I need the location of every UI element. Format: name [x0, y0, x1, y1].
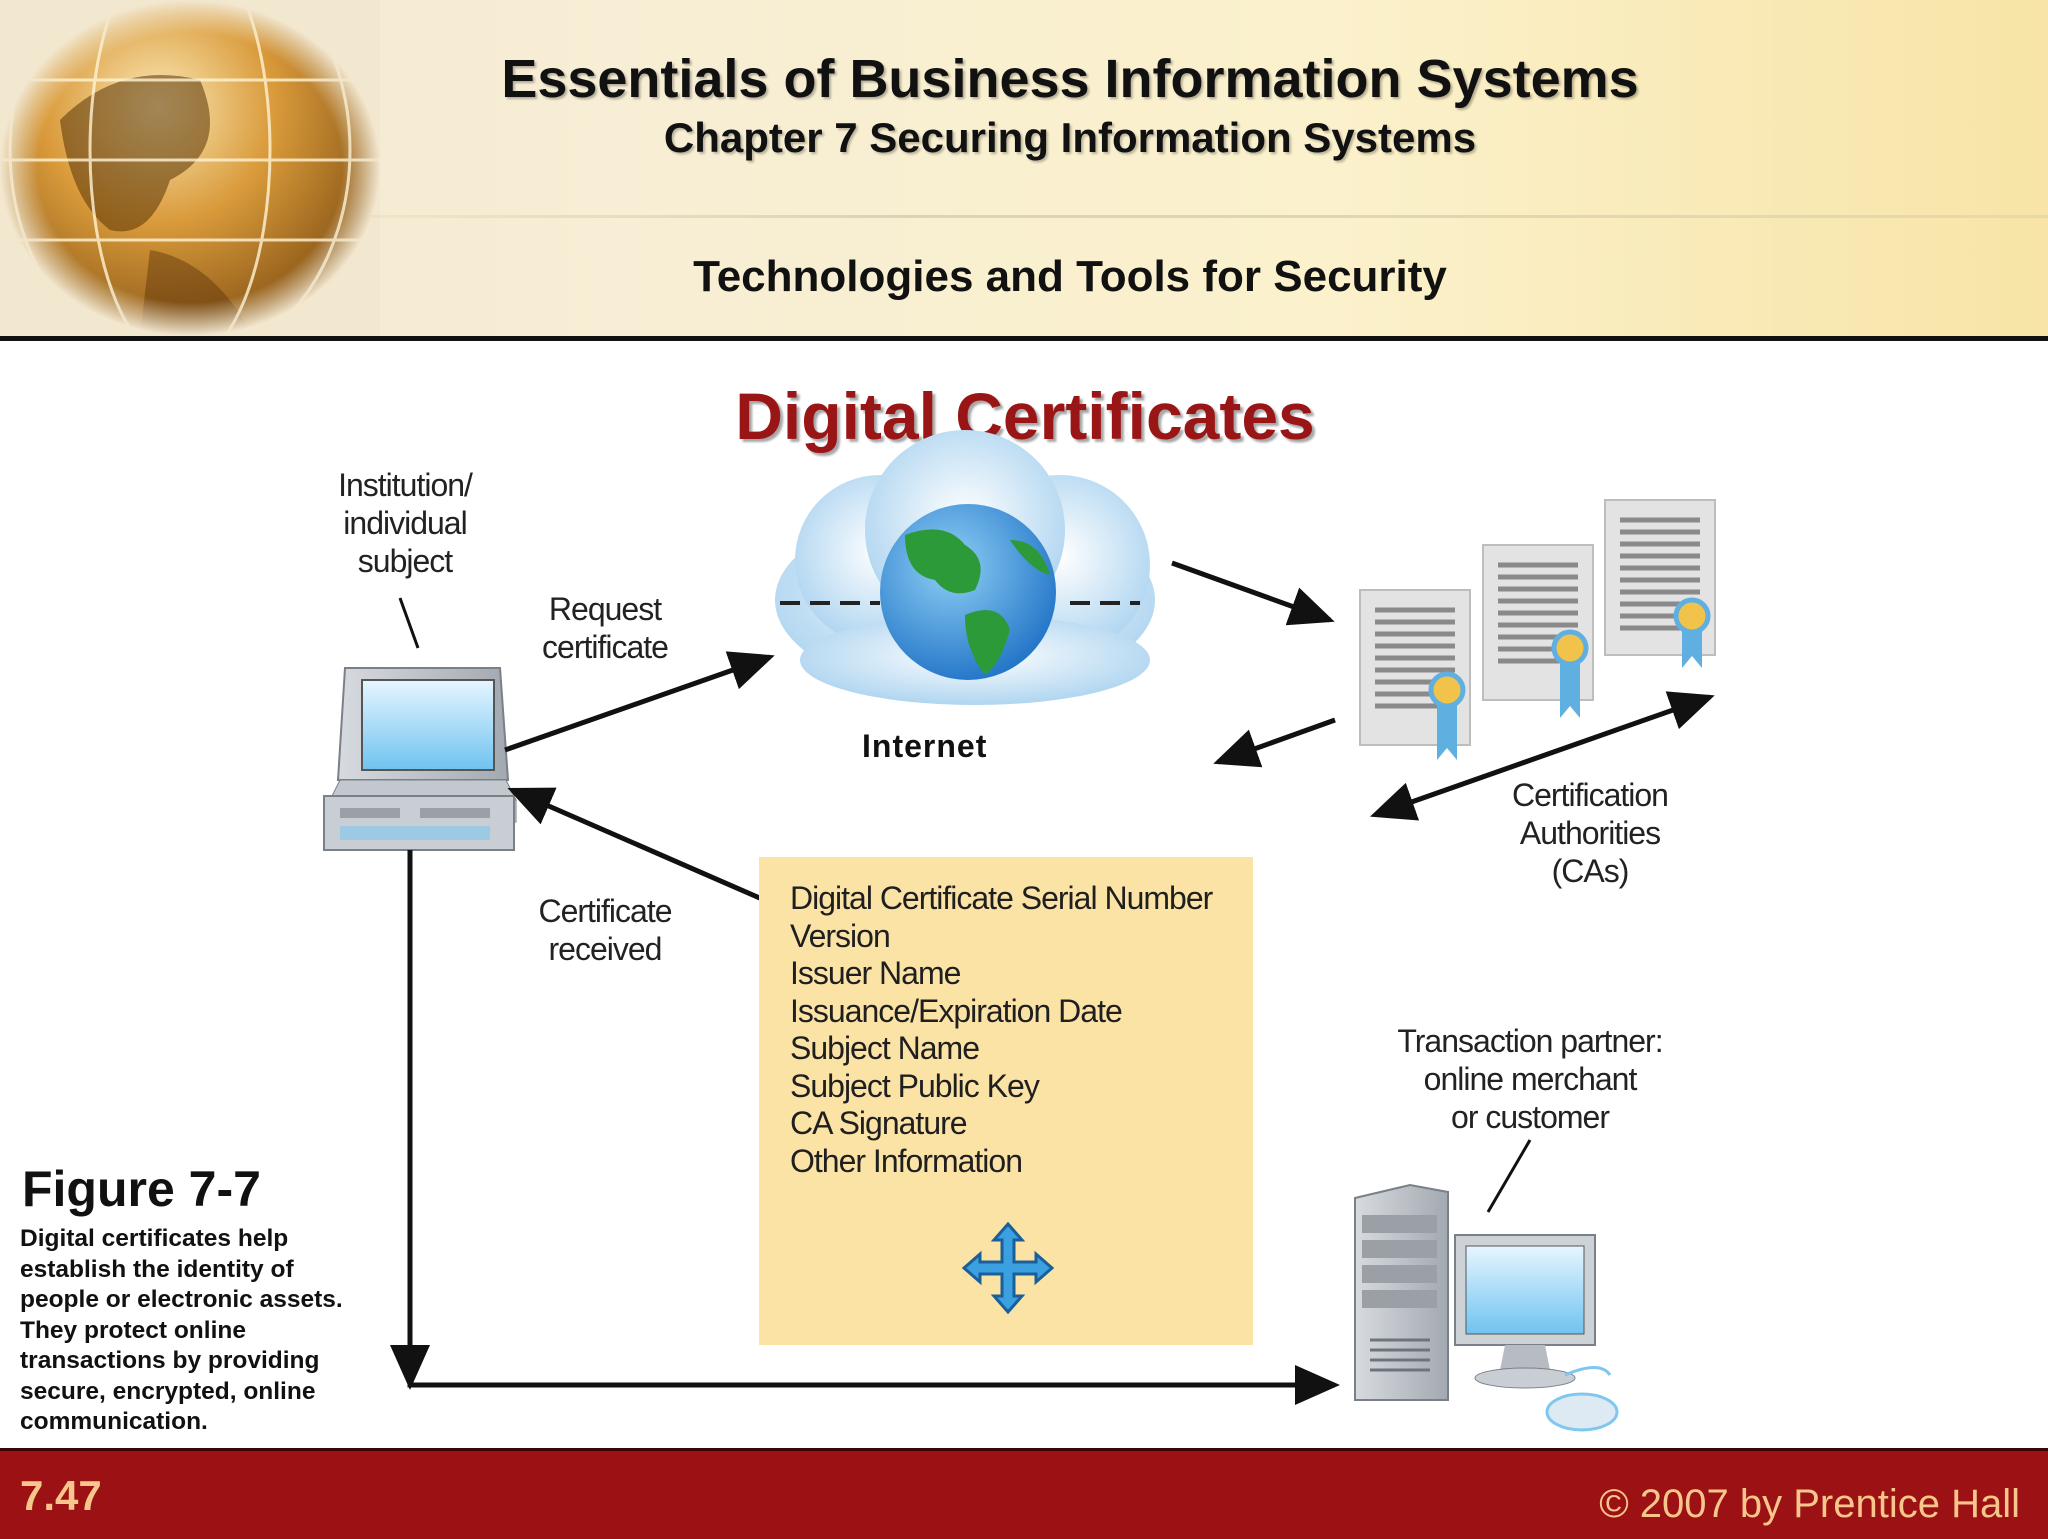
globe-icon	[0, 0, 380, 336]
request-arrow	[504, 651, 775, 753]
ca-to-internet-arrow	[1213, 717, 1336, 768]
ca-label: Certification Authorities (CAs)	[1512, 777, 1669, 889]
certificate-field: Issuance/Expiration Date	[790, 992, 1123, 1029]
section-title: Technologies and Tools for Security	[693, 252, 1447, 301]
subject-label: Institution/ individual subject	[338, 467, 473, 579]
certificate-received-label: Certificate received	[538, 893, 672, 967]
digital-certificate-diagram	[323, 430, 1716, 1432]
internet-label: Internet	[862, 728, 988, 764]
partner-computer-icon	[1354, 1183, 1619, 1432]
certificate-fields-list: Digital Certificate Serial Number Versio…	[790, 880, 1213, 1180]
internet-to-ca-arrow	[1171, 560, 1335, 626]
subject-pointer	[398, 597, 420, 649]
slide-title: Digital Certificates	[735, 379, 1315, 453]
figure-label: Figure 7-7	[22, 1161, 261, 1217]
certificate-field: Other Information	[790, 1142, 1023, 1179]
internet-cloud-icon	[775, 430, 1155, 705]
subject-computer-icon	[323, 667, 517, 851]
header-rule	[0, 336, 2048, 341]
ca-partner-arrow	[1369, 691, 1715, 821]
certificate-field: Issuer Name	[790, 955, 961, 991]
page-number: 7.47	[20, 1472, 102, 1519]
certificate-field: Digital Certificate Serial Number	[790, 880, 1213, 916]
figure-description: Digital certificates help establish the …	[20, 1225, 343, 1435]
partner-pointer	[1486, 1139, 1532, 1213]
certificate-field: Version	[790, 917, 891, 954]
slide-footer	[0, 1448, 2048, 1539]
copyright: © 2007 by Prentice Hall	[1599, 1482, 2020, 1526]
request-certificate-label: Request certificate	[542, 591, 669, 665]
certificate-field: Subject Public Key	[790, 1067, 1040, 1104]
certificate-received-arrow	[507, 787, 779, 909]
course-title: Essentials of Business Information Syste…	[501, 49, 1639, 109]
move-arrows-icon	[961, 1221, 1055, 1315]
chapter-title: Chapter 7 Securing Information Systems	[663, 114, 1477, 161]
partner-label: Transaction partner: online merchant or …	[1397, 1023, 1663, 1135]
certificate-stack-icon	[1359, 499, 1716, 760]
certificate-field: CA Signature	[790, 1105, 968, 1141]
certificate-field: Subject Name	[790, 1030, 980, 1066]
header-divider	[370, 215, 2048, 218]
